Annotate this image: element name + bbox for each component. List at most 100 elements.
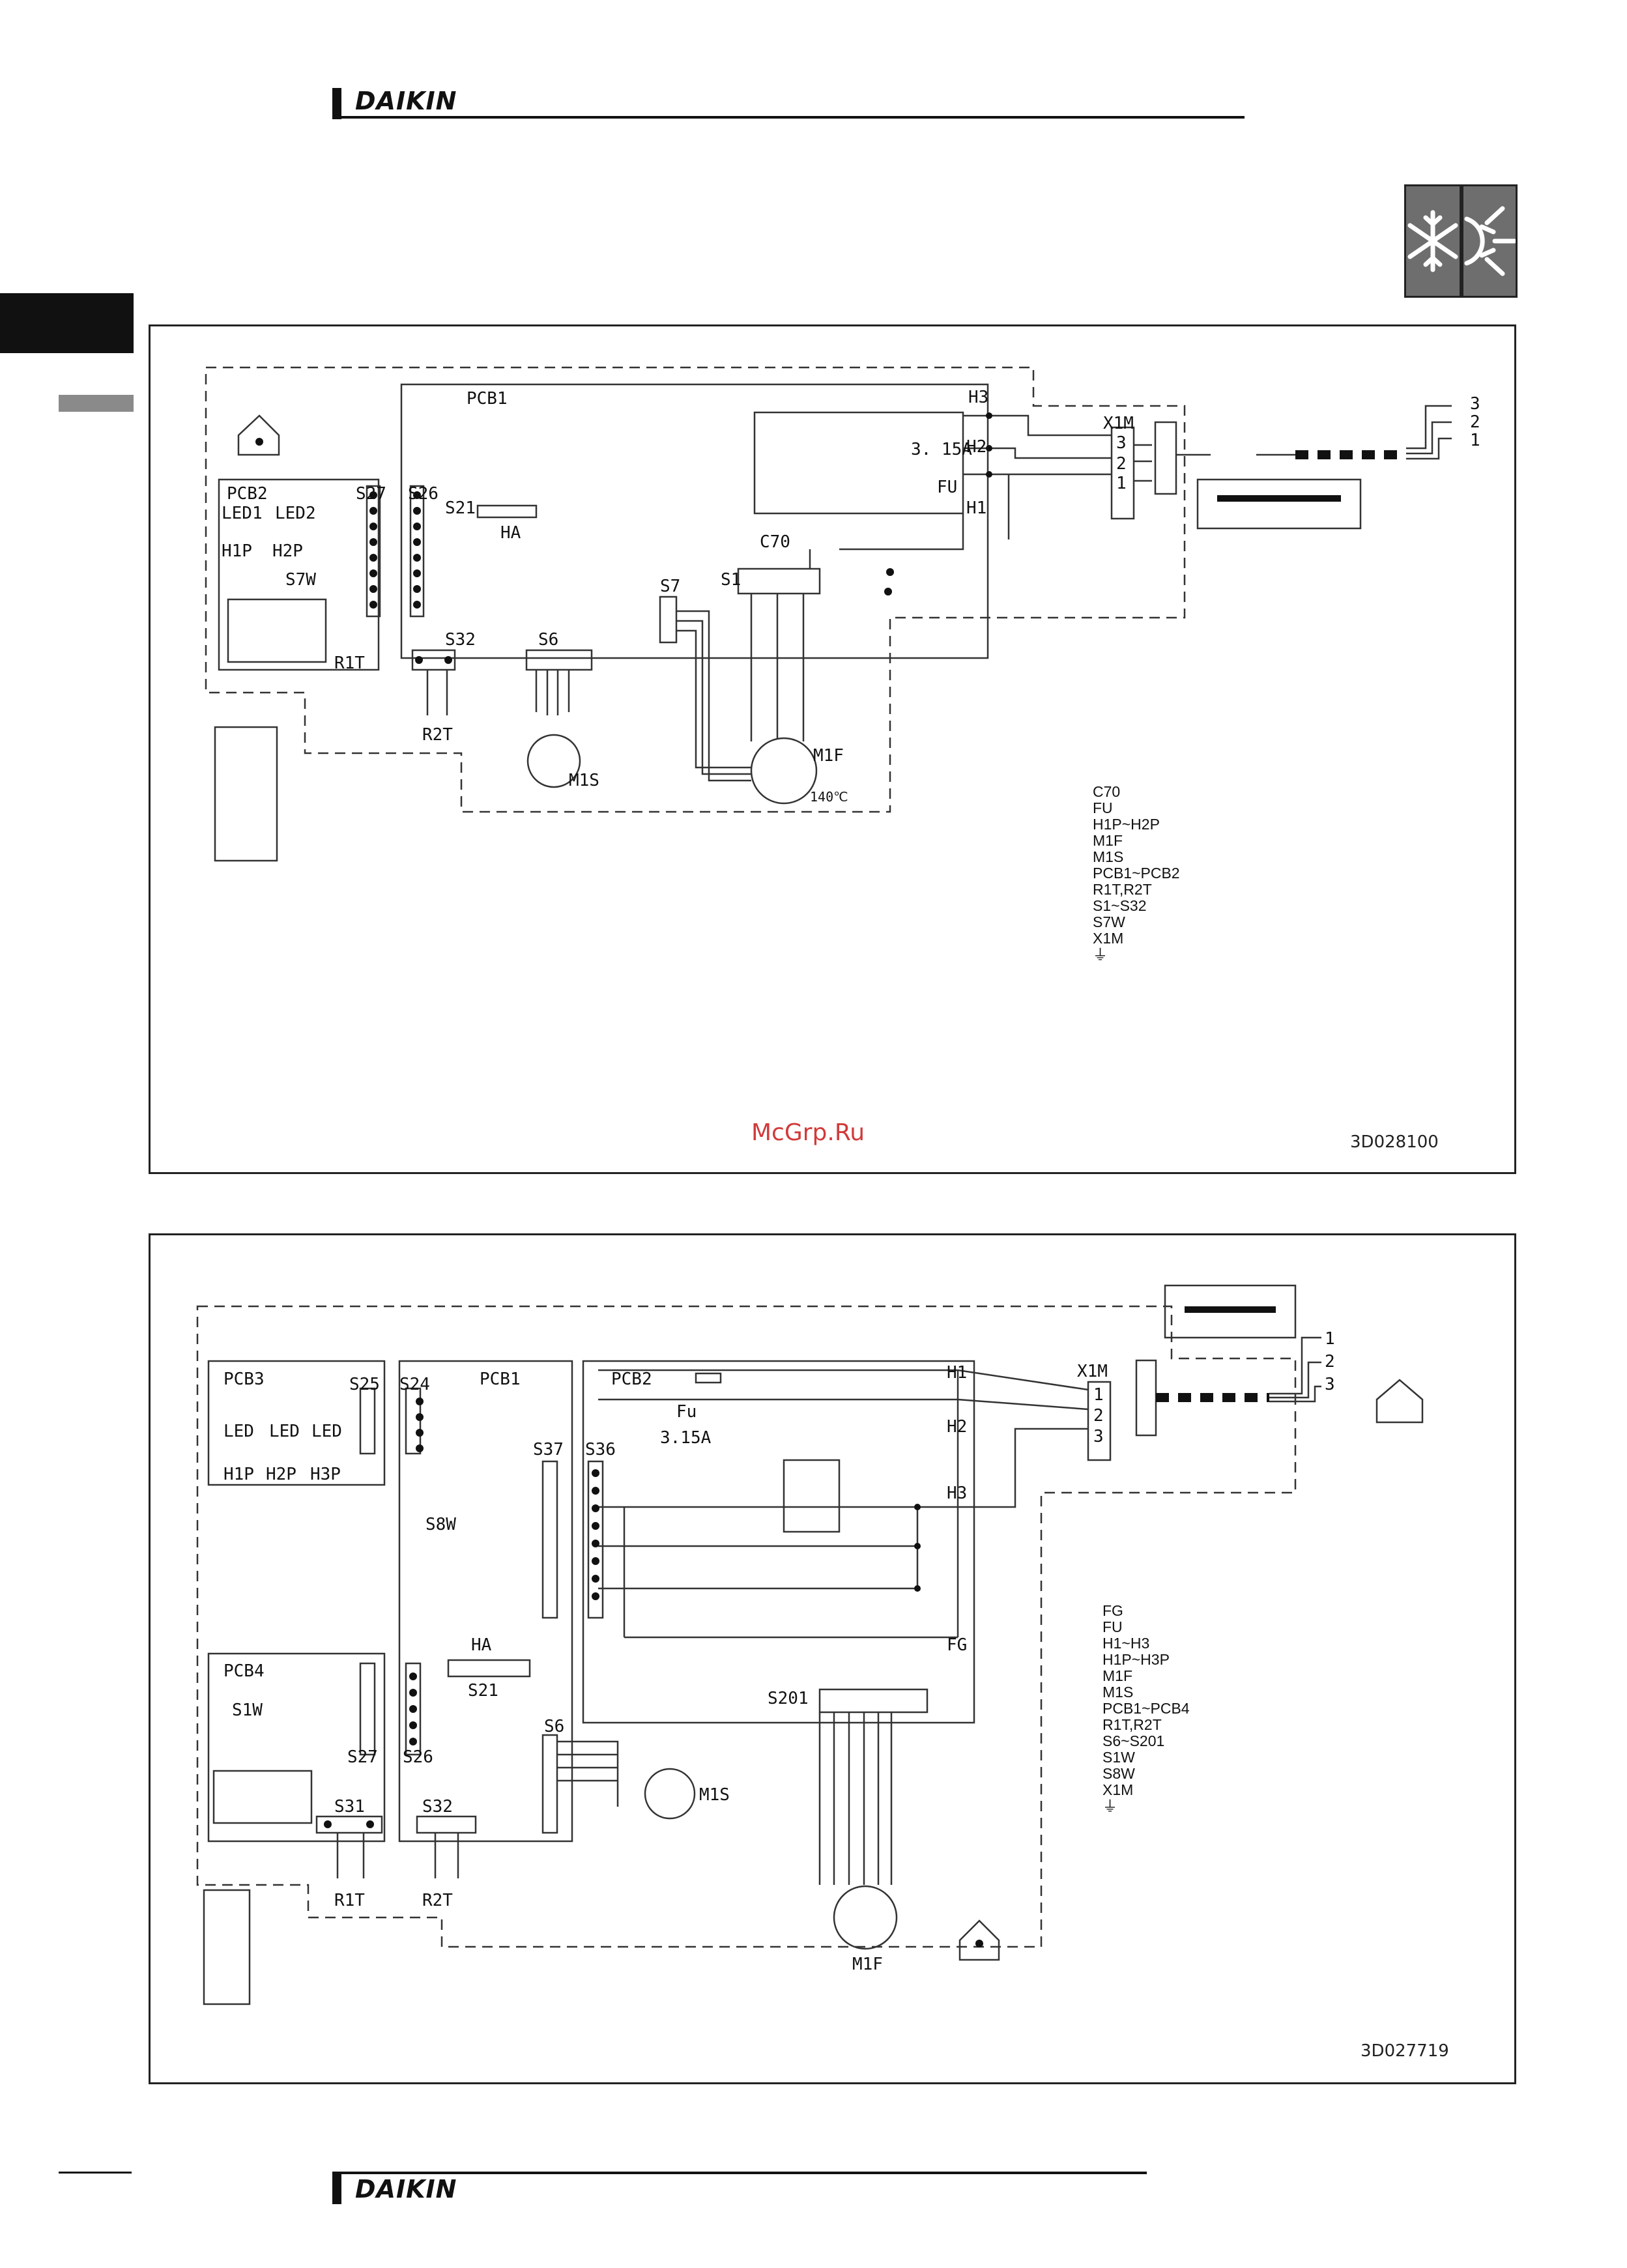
svg-text:PCB4: PCB4 <box>223 1661 265 1681</box>
diagram1-reference: 3D028100 <box>1350 1132 1439 1152</box>
svg-text:H1: H1 <box>947 1363 967 1383</box>
legend-item: M1S <box>1102 1684 1134 1701</box>
legend-item: C70 <box>1093 783 1121 800</box>
svg-text:X1M: X1M <box>1103 414 1134 433</box>
svg-text:HA: HA <box>500 523 521 543</box>
legend-item: M1F <box>1102 1667 1132 1684</box>
legend-item: S7W <box>1093 913 1125 930</box>
svg-text:PCB2: PCB2 <box>611 1370 652 1389</box>
diagram1-legend: C70 FU H1P~H2P M1F M1S PCB1~PCB2 R1T,R2T… <box>1093 784 1180 963</box>
svg-text:M1S: M1S <box>699 1785 730 1805</box>
svg-text:H2: H2 <box>966 437 986 457</box>
wiring-diagram-1: PCB1 PCB2 LED1 LED2 H1P H2P S7W S27 S26 … <box>205 366 1480 862</box>
svg-text:M1S: M1S <box>569 771 599 790</box>
legend-item: S1W <box>1102 1749 1135 1766</box>
legend-item: S8W <box>1102 1765 1135 1782</box>
header-brand: DAIKIN <box>355 87 457 115</box>
svg-text:S25: S25 <box>349 1375 380 1394</box>
footer-left-rule <box>59 2172 132 2174</box>
footer-logo-mark <box>332 2173 341 2204</box>
legend-item: H1~H3 <box>1102 1635 1150 1652</box>
svg-text:PCB1: PCB1 <box>467 389 508 409</box>
svg-text:LED: LED <box>223 1422 254 1441</box>
section-subtab <box>59 395 134 412</box>
wiring-diagram-panel-2 <box>149 1233 1516 2084</box>
svg-text:H2: H2 <box>947 1417 967 1437</box>
svg-text:S21: S21 <box>468 1681 498 1701</box>
svg-text:3: 3 <box>1116 433 1127 453</box>
legend-item: X1M <box>1093 930 1124 947</box>
footer-brand: DAIKIN <box>355 2175 457 2203</box>
svg-text:H1P: H1P <box>223 1465 254 1484</box>
svg-text:2: 2 <box>1470 412 1480 432</box>
svg-text:S1: S1 <box>721 570 741 590</box>
svg-text:LED: LED <box>269 1422 300 1441</box>
svg-text:H3: H3 <box>947 1484 967 1503</box>
svg-text:S27: S27 <box>356 484 386 504</box>
legend-item: FU <box>1093 799 1113 816</box>
svg-text:R1T: R1T <box>334 1891 365 1910</box>
wiring-diagram-2: PCB3 PCB1 PCB2 PCB4 S25 S24 S37 S36 S8W … <box>196 1284 1424 2005</box>
svg-text:H3: H3 <box>968 388 988 407</box>
svg-text:S36: S36 <box>585 1440 616 1459</box>
svg-text:S7: S7 <box>660 577 680 596</box>
svg-text:FG: FG <box>947 1635 967 1655</box>
svg-text:S6: S6 <box>544 1717 564 1736</box>
svg-text:S1W: S1W <box>232 1701 263 1720</box>
svg-text:LED2: LED2 <box>275 504 316 523</box>
svg-text:S32: S32 <box>422 1797 453 1816</box>
cooling-mode-icon <box>1404 184 1461 298</box>
svg-text:1: 1 <box>1116 474 1127 493</box>
svg-text:Fu: Fu <box>676 1402 697 1422</box>
svg-text:X1M: X1M <box>1077 1362 1108 1381</box>
legend-item: S1~S32 <box>1093 897 1147 914</box>
heating-mode-icon <box>1461 184 1518 298</box>
svg-text:1: 1 <box>1093 1385 1104 1405</box>
svg-text:140℃: 140℃ <box>810 789 848 805</box>
svg-text:2: 2 <box>1325 1352 1335 1371</box>
header-logo-mark <box>332 88 341 119</box>
svg-text:1: 1 <box>1470 431 1480 450</box>
svg-text:S31: S31 <box>334 1797 365 1816</box>
legend-item: R1T,R2T <box>1102 1716 1162 1733</box>
legend-item: H1P~H2P <box>1093 816 1160 833</box>
svg-text:S201: S201 <box>768 1689 809 1708</box>
section-tab <box>0 293 134 353</box>
watermark: McGrp.Ru <box>751 1119 865 1146</box>
svg-text:S24: S24 <box>399 1375 430 1394</box>
svg-text:H2P: H2P <box>266 1465 296 1484</box>
legend-item: M1F <box>1093 832 1123 849</box>
svg-text:1: 1 <box>1325 1329 1335 1349</box>
ground-symbol-icon: ⏚ <box>1102 1798 1117 1815</box>
svg-text:R1T: R1T <box>334 653 365 673</box>
svg-text:3. 15A: 3. 15A <box>911 440 972 459</box>
svg-text:M1F: M1F <box>852 1955 883 1974</box>
ground-symbol-icon: ⏚ <box>1093 946 1108 963</box>
svg-text:2: 2 <box>1116 454 1127 474</box>
legend-item: S6~S201 <box>1102 1732 1165 1749</box>
svg-text:S7W: S7W <box>285 570 316 590</box>
header-rule <box>332 116 1245 119</box>
svg-text:H2P: H2P <box>272 541 303 561</box>
svg-text:R2T: R2T <box>422 725 453 745</box>
svg-text:LED1: LED1 <box>222 504 263 523</box>
svg-text:LED: LED <box>311 1422 342 1441</box>
legend-item: FU <box>1102 1618 1123 1635</box>
svg-text:2: 2 <box>1093 1406 1104 1426</box>
svg-text:S26: S26 <box>408 484 439 504</box>
svg-text:H1P: H1P <box>222 541 252 561</box>
legend-item: PCB1~PCB2 <box>1093 865 1180 882</box>
svg-text:H1: H1 <box>966 498 986 518</box>
diagram2-legend: FG FU H1~H3 H1P~H3P M1F M1S PCB1~PCB4 R1… <box>1102 1603 1190 1815</box>
svg-text:C70: C70 <box>760 532 790 552</box>
legend-item: PCB1~PCB4 <box>1102 1700 1190 1717</box>
svg-text:S26: S26 <box>403 1747 433 1767</box>
svg-text:3: 3 <box>1470 394 1480 414</box>
diagram2-reference: 3D027719 <box>1361 2041 1449 2061</box>
svg-text:HA: HA <box>471 1635 492 1655</box>
svg-text:M1F: M1F <box>813 746 844 766</box>
svg-text:PCB1: PCB1 <box>480 1370 521 1389</box>
svg-text:S21: S21 <box>445 498 476 518</box>
svg-text:FU: FU <box>937 478 957 497</box>
legend-item: R1T,R2T <box>1093 881 1152 898</box>
